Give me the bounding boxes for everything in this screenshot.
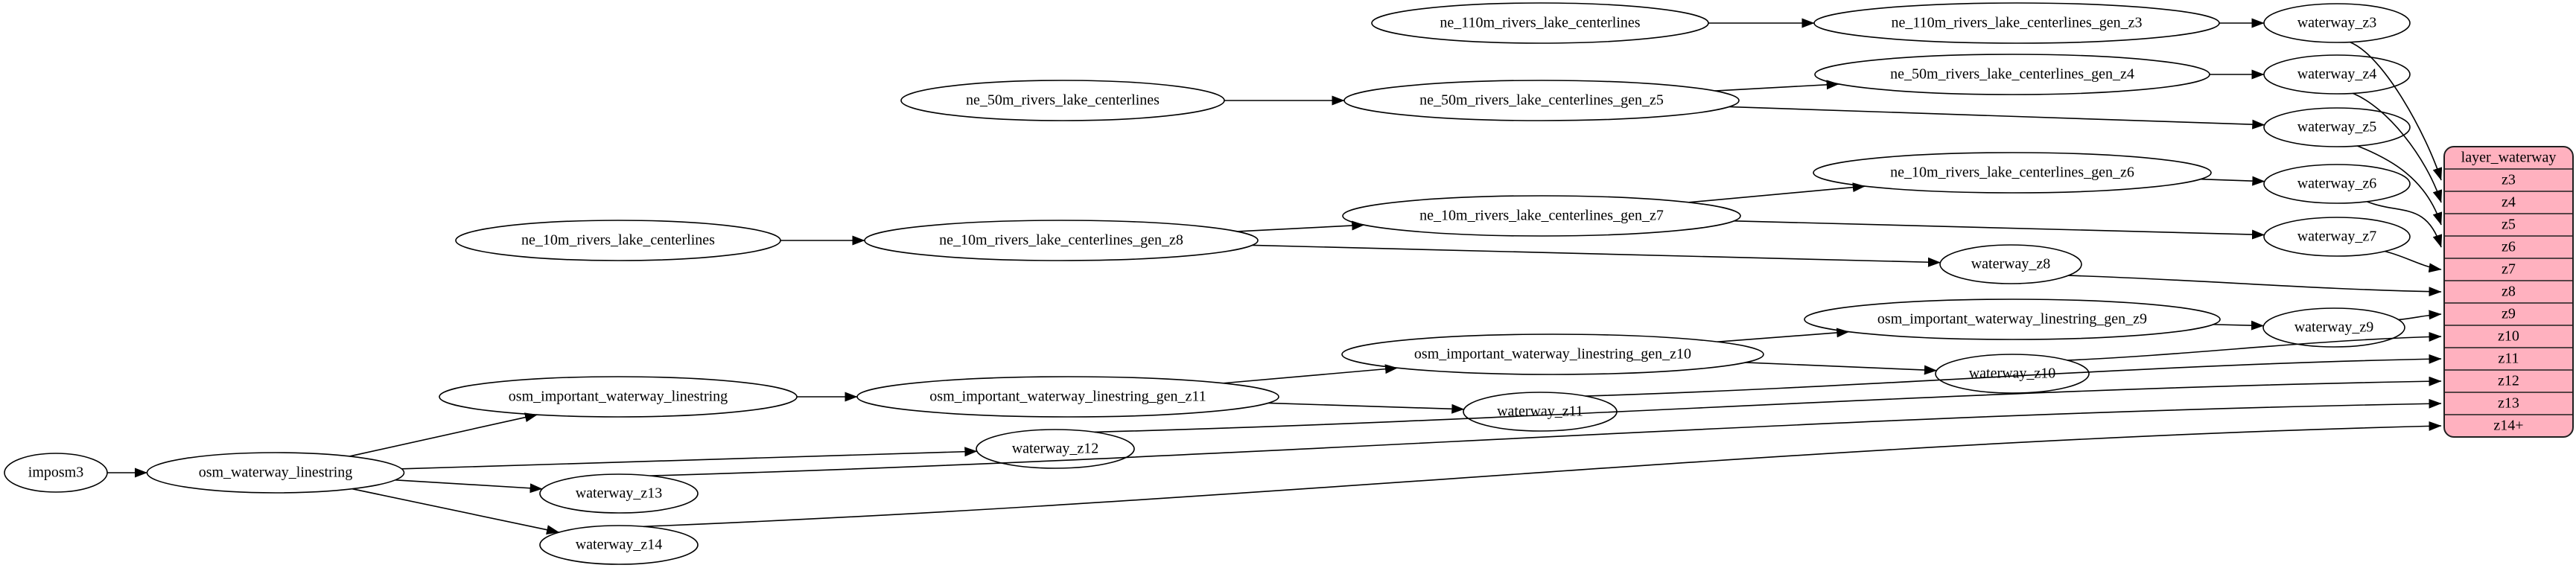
node-osm_important_waterway_linestring_gen_z9 <box>1804 299 2221 340</box>
edge-ne_10m_rivers_lake_centerlines_gen_z8-to-ne_10m_rivers_lake_centerlines_gen_z7 <box>1237 220 1365 232</box>
node-osm_important_waterway_linestring_gen_z10 <box>1341 334 1764 375</box>
table-row-z12: z12 <box>2498 373 2519 389</box>
edge-ne_10m_rivers_lake_centerlines_gen_z8-to-waterway_z8 <box>1252 244 1941 267</box>
node-label-waterway_z13: waterway_z13 <box>576 485 663 502</box>
node-label-ne_10m_rivers_lake_centerlines_gen_z8: ne_10m_rivers_lake_centerlines_gen_z8 <box>939 232 1183 249</box>
table-row-z9: z9 <box>2502 306 2516 322</box>
edge-waterway_z12-to-table-row-z12 <box>1094 376 2442 433</box>
node-label-osm_important_waterway_linestring: osm_important_waterway_linestring <box>509 389 728 405</box>
edge-waterway_z9-to-table-row-z9 <box>2398 310 2442 321</box>
edge-waterway_z10-to-table-row-z10 <box>2067 331 2442 361</box>
table-row-z7: z7 <box>2502 261 2516 278</box>
node-label-waterway_z9: waterway_z9 <box>2294 319 2374 336</box>
edge-waterway_z7-to-table-row-z7 <box>2385 250 2442 273</box>
edge-osm_waterway_linestring-to-waterway_z14 <box>352 488 560 535</box>
edge-osm_important_waterway_linestring_gen_z10-to-osm_important_waterway_linestring_gen_z9 <box>1717 328 1850 342</box>
node-label-osm_important_waterway_linestring_gen_z11: osm_important_waterway_linestring_gen_z1… <box>929 389 1206 405</box>
edge-waterway_z8-to-table-row-z8 <box>2068 275 2442 297</box>
table-row-z8: z8 <box>2502 284 2516 300</box>
node-label-ne_50m_rivers_lake_centerlines: ne_50m_rivers_lake_centerlines <box>966 92 1160 109</box>
node-label-ne_10m_rivers_lake_centerlines: ne_10m_rivers_lake_centerlines <box>521 232 715 249</box>
edge-ne_10m_rivers_lake_centerlines_gen_z6-to-waterway_z6 <box>2200 176 2265 186</box>
edge-ne_10m_rivers_lake_centerlines_gen_z7-to-waterway_z7 <box>1734 220 2265 240</box>
node-label-waterway_z8: waterway_z8 <box>1971 256 2051 272</box>
node-label-waterway_z4: waterway_z4 <box>2297 66 2377 83</box>
layer-table-title: layer_waterway <box>2461 150 2557 166</box>
node-label-ne_50m_rivers_lake_centerlines_gen_z5: ne_50m_rivers_lake_centerlines_gen_z5 <box>1419 92 1664 109</box>
table-row-z11: z11 <box>2498 351 2519 367</box>
node-label-waterway_z7: waterway_z7 <box>2297 229 2377 245</box>
node-label-ne_10m_rivers_lake_centerlines_gen_z7: ne_10m_rivers_lake_centerlines_gen_z7 <box>1419 208 1664 224</box>
table-row-z5: z5 <box>2502 217 2516 233</box>
edge-ne_10m_rivers_lake_centerlines_gen_z7-to-ne_10m_rivers_lake_centerlines_gen_z6 <box>1688 182 1866 203</box>
table-row-z6: z6 <box>2502 239 2516 255</box>
edge-osm_important_waterway_linestring_gen_z9-to-waterway_z9 <box>2213 320 2264 331</box>
edge-waterway_z5-to-table-row-z5 <box>2357 145 2443 226</box>
node-label-osm_important_waterway_linestring_gen_z9: osm_important_waterway_linestring_gen_z9 <box>1877 311 2147 328</box>
edge-waterway_z13-to-table-row-z13 <box>649 398 2442 476</box>
table-row-z4: z4 <box>2502 194 2516 211</box>
node-waterway_z13 <box>539 473 699 514</box>
table-row-z13: z13 <box>2498 395 2519 412</box>
node-label-ne_10m_rivers_lake_centerlines_gen_z6: ne_10m_rivers_lake_centerlines_gen_z6 <box>1890 165 2134 181</box>
node-label-osm_important_waterway_linestring_gen_z10: osm_important_waterway_linestring_gen_z1… <box>1414 346 1691 363</box>
node-label-ne_50m_rivers_lake_centerlines_gen_z4: ne_50m_rivers_lake_centerlines_gen_z4 <box>1890 66 2134 83</box>
edge-waterway_z6-to-table-row-z6 <box>2366 200 2443 248</box>
table-row-z14plus: z14+ <box>2493 418 2523 434</box>
node-label-waterway_z6: waterway_z6 <box>2297 176 2377 192</box>
edge-osm_waterway_linestring-to-waterway_z13 <box>395 479 543 494</box>
node-label-imposm3: imposm3 <box>28 465 83 481</box>
edge-waterway_z11-to-table-row-z11 <box>1585 354 2442 397</box>
node-label-waterway_z5: waterway_z5 <box>2297 119 2377 135</box>
table-row-z10: z10 <box>2498 328 2519 345</box>
edge-waterway_z3-to-table-row-z3 <box>2350 41 2443 181</box>
table-row-z3: z3 <box>2502 172 2516 188</box>
layer-table <box>2443 146 2574 438</box>
node-label-ne_110m_rivers_lake_centerlines_gen_z3: ne_110m_rivers_lake_centerlines_gen_z3 <box>1892 15 2143 31</box>
edge-osm_important_waterway_linestring_gen_z10-to-waterway_z10 <box>1745 362 1937 375</box>
node-label-waterway_z14: waterway_z14 <box>576 537 663 553</box>
edge-ne_50m_rivers_lake_centerlines_gen_z5-to-waterway_z5 <box>1729 106 2265 130</box>
edge-osm_waterway_linestring-to-waterway_z12 <box>401 447 978 470</box>
edge-waterway_z14-to-table-row-z14plus <box>643 421 2442 528</box>
node-label-ne_110m_rivers_lake_centerlines: ne_110m_rivers_lake_centerlines <box>1440 15 1640 31</box>
node-label-osm_waterway_linestring: osm_waterway_linestring <box>199 465 353 481</box>
node-label-waterway_z12: waterway_z12 <box>1012 441 1099 457</box>
edge-osm_waterway_linestring-to-osm_important_waterway_linestring <box>349 412 538 457</box>
node-ne_10m_rivers_lake_centerlines_gen_z6 <box>1813 152 2212 194</box>
edge-osm_important_waterway_linestring_gen_z11-to-osm_important_waterway_linestring_gen_z10 <box>1223 364 1398 384</box>
edge-ne_50m_rivers_lake_centerlines_gen_z5-to-ne_50m_rivers_lake_centerlines_gen_z4 <box>1714 80 1839 92</box>
edge-waterway_z4-to-table-row-z4 <box>2352 92 2443 203</box>
node-label-waterway_z10: waterway_z10 <box>1969 366 2056 382</box>
edge-osm_important_waterway_linestring_gen_z11-to-waterway_z11 <box>1268 402 1465 414</box>
node-waterway_z14 <box>539 525 699 565</box>
node-ne_10m_rivers_lake_centerlines_gen_z7 <box>1342 195 1741 237</box>
node-label-waterway_z11: waterway_z11 <box>1497 403 1583 420</box>
node-label-waterway_z3: waterway_z3 <box>2297 15 2377 31</box>
